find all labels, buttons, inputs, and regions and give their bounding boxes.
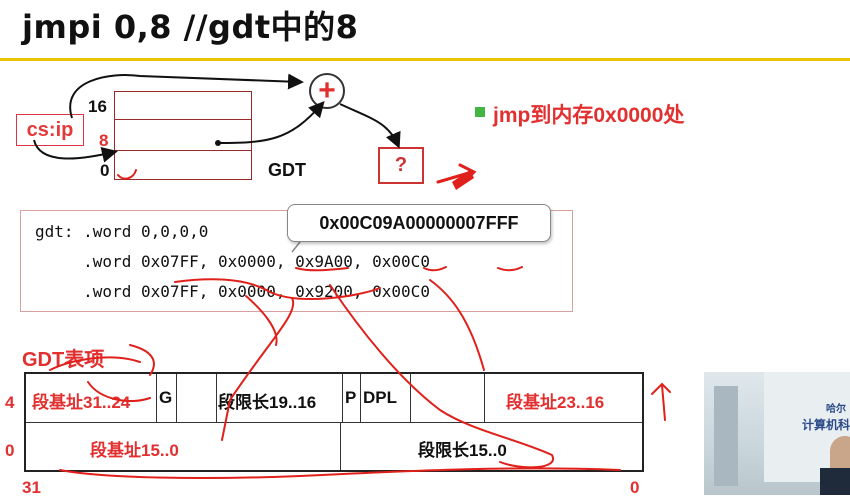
presenter-video-thumbnail: 哈尔 计算机科 bbox=[704, 372, 850, 495]
banner-text-2: 计算机科 bbox=[802, 416, 850, 433]
banner-text-1: 哈尔 bbox=[826, 400, 846, 415]
